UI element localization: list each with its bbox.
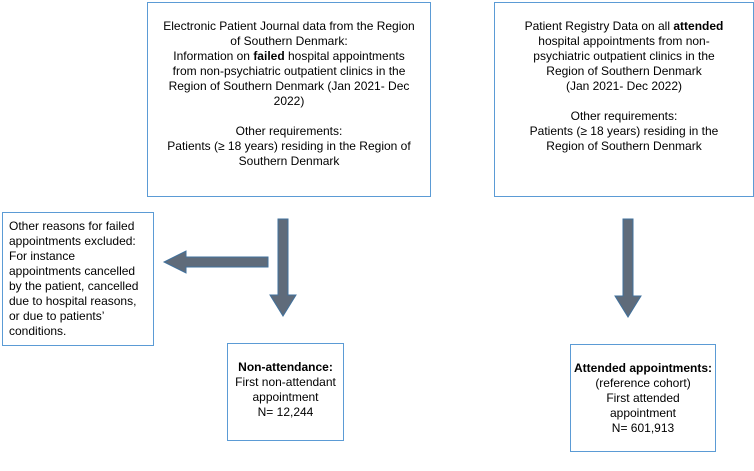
non-attendance-line-3: appointment xyxy=(252,390,319,404)
registry-line-2: hospital appointments from non- xyxy=(538,34,710,48)
registry-line-6: Other requirements: xyxy=(570,109,678,123)
excluded-line-8: conditions. xyxy=(9,324,67,338)
epj-line-8: Patients (≥ 18 years) residing in the Re… xyxy=(167,139,411,153)
excluded-line-1: Other reasons for failed xyxy=(9,219,135,233)
non-attendance-line-2: First non-attendant xyxy=(235,375,336,389)
attended-emphasis: attended xyxy=(673,19,724,33)
excluded-line-2: appointments excluded: xyxy=(9,234,136,248)
excluded-line-5: by the patient, cancelled xyxy=(9,279,139,293)
excluded-reasons-box: Other reasons for failed appointments ex… xyxy=(2,212,154,346)
epj-line-4: from non-psychiatric outpatient clinics … xyxy=(172,64,406,78)
arrow-down-right xyxy=(614,218,642,318)
attended-count: N= 601,913 xyxy=(611,421,675,435)
attended-line-4: appointment xyxy=(609,406,677,420)
attended-line-3: First attended xyxy=(606,391,680,405)
registry-line-7: Patients (≥ 18 years) residing in the xyxy=(529,124,719,138)
attended-title: Attended appointments: xyxy=(574,361,712,375)
registry-line-3: psychiatric outpatient clinics in the xyxy=(533,49,715,63)
excluded-line-4: appointments cancelled xyxy=(9,264,136,278)
epj-line-6: 2022) xyxy=(273,94,305,108)
epj-line-3: Information on failed hospital appointme… xyxy=(173,49,405,63)
non-attendance-count: N= 12,244 xyxy=(257,405,314,419)
registry-line-4: Region of Southern Denmark xyxy=(546,64,702,78)
epj-line-2: of Southern Denmark: xyxy=(230,34,348,48)
epj-line-5: Region of Southern Denmark (Jan 2021- De… xyxy=(168,79,410,93)
excluded-line-3: For instance xyxy=(9,249,76,263)
arrow-down-left xyxy=(269,218,297,317)
registry-source-box: Patient Registry Data on all attended ho… xyxy=(494,2,754,197)
non-attendance-box: Non-attendance: First non-attendant appo… xyxy=(227,343,344,441)
registry-line-5: (Jan 2021- Dec 2022) xyxy=(565,79,683,93)
excluded-line-6: due to hospital reasons, xyxy=(9,294,137,308)
failed-emphasis: failed xyxy=(253,49,285,63)
epj-line-7: Other requirements: xyxy=(235,124,343,138)
excluded-line-7: or due to patients’ xyxy=(9,309,105,323)
epj-line-9: Southern Denmark xyxy=(238,154,340,168)
registry-line-1: Patient Registry Data on all attended xyxy=(524,19,724,33)
attended-box: Attended appointments: (reference cohort… xyxy=(570,344,716,452)
attended-line-2: (reference cohort) xyxy=(595,376,691,390)
non-attendance-title: Non-attendance: xyxy=(238,360,333,374)
epj-line-1: Electronic Patient Journal data from the… xyxy=(163,19,415,33)
epj-source-box: Electronic Patient Journal data from the… xyxy=(147,2,431,197)
registry-line-8: Region of Southern Denmark xyxy=(546,139,702,153)
arrow-left-excluded xyxy=(162,250,269,274)
